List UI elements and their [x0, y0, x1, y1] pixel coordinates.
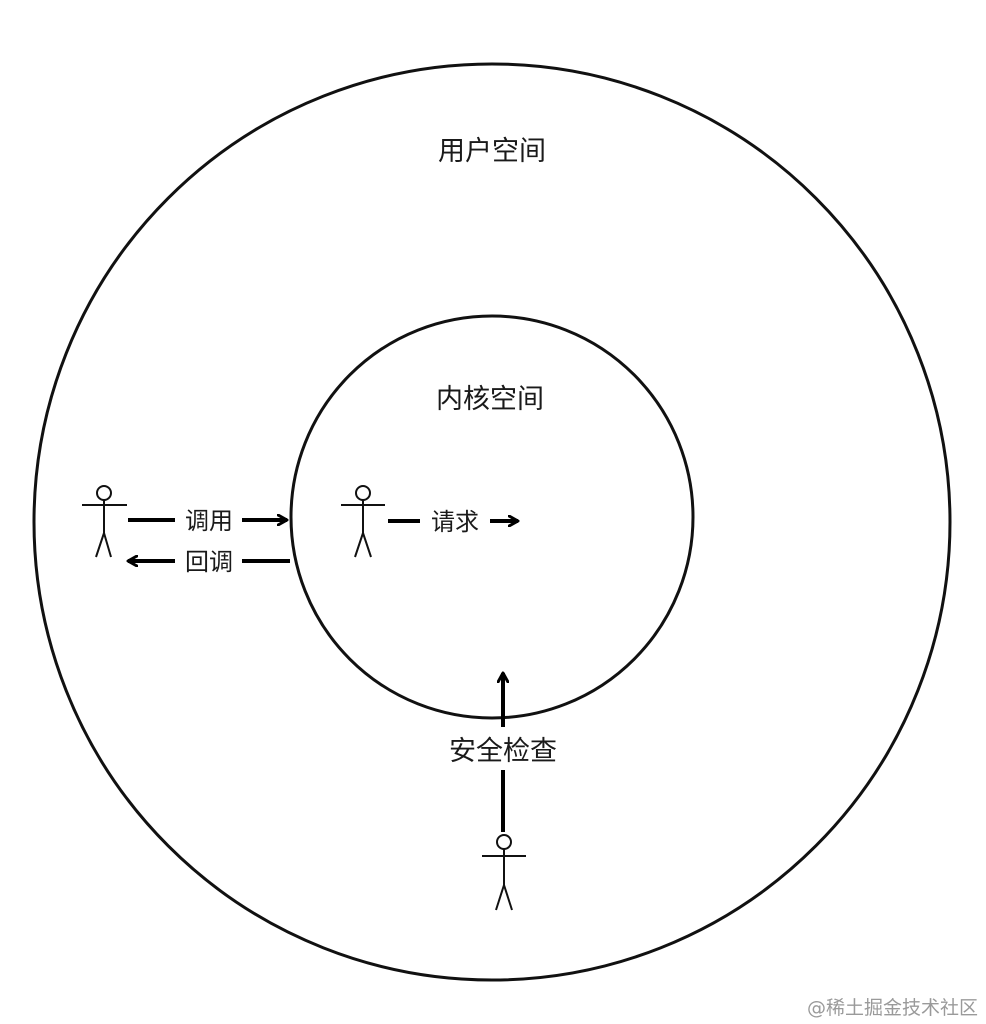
kernel-space-circle — [289, 314, 695, 720]
kernel-process-actor-icon — [341, 485, 385, 558]
user-process-actor-icon — [82, 485, 127, 558]
security-check-arrow: 安全检查 — [449, 673, 557, 832]
callback-arrow: 回调 — [128, 548, 290, 576]
call-arrow: 调用 — [128, 507, 287, 535]
request-arrow: 请求 — [388, 508, 518, 536]
call-label: 调用 — [185, 507, 233, 535]
bottom-process-actor-icon — [482, 834, 526, 911]
kernel-space-label: 内核空间 — [436, 384, 544, 415]
request-label: 请求 — [431, 508, 479, 536]
user-space-circle — [32, 62, 952, 982]
security-check-label: 安全检查 — [449, 736, 557, 767]
callback-label: 回调 — [185, 548, 233, 576]
user-space-label: 用户空间 — [438, 136, 546, 167]
watermark: @稀土掘金技术社区 — [806, 997, 978, 1019]
